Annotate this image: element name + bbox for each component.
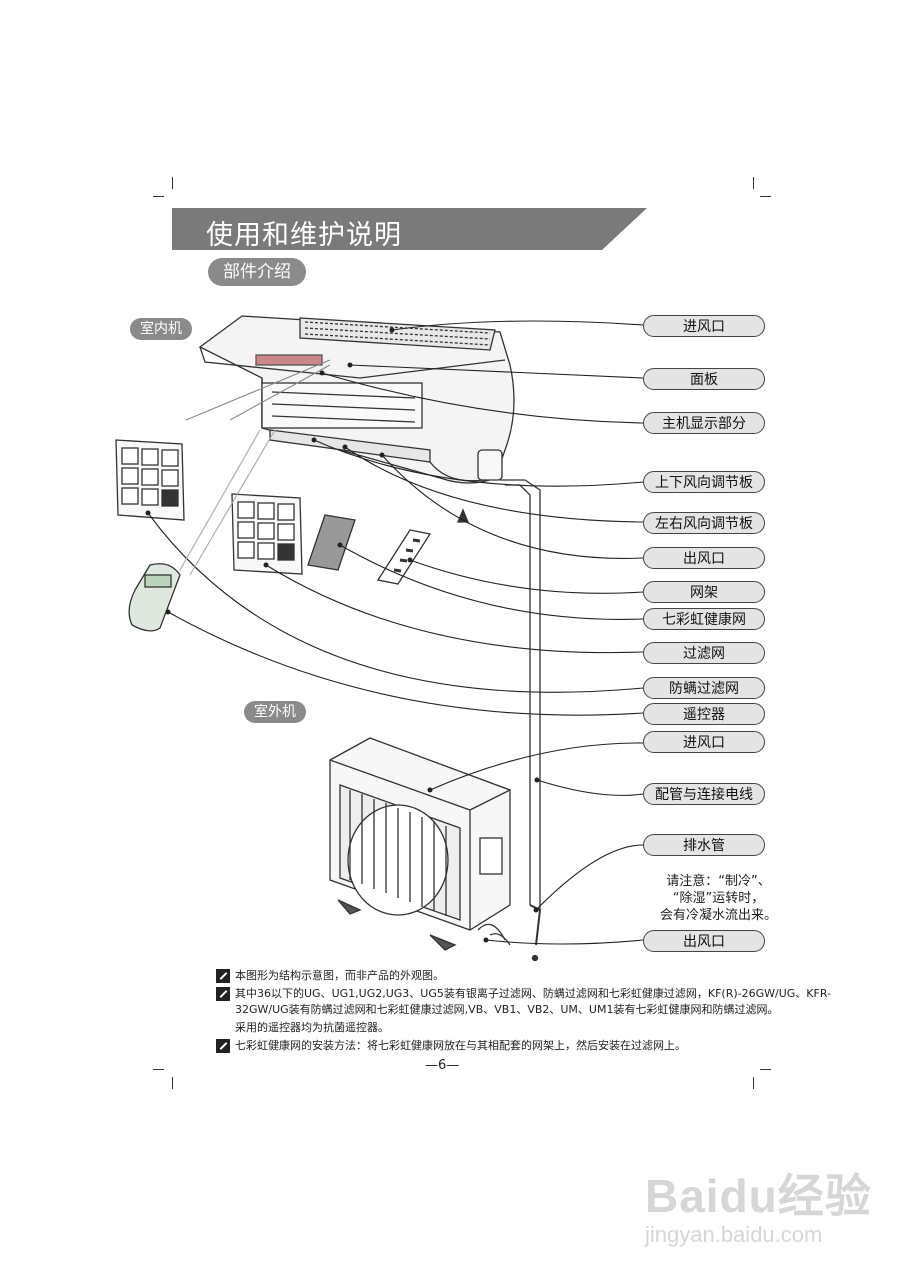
- footnote-text: 本图形为结构示意图，而非产品的外观图。: [235, 969, 444, 982]
- caution-line: 请注意：“制冷”、: [666, 874, 771, 889]
- anti-mite-filter-illustration: [115, 439, 185, 521]
- crop-mark: [753, 1077, 754, 1089]
- footnote: 七彩虹健康网的安装方法：将七彩虹健康网放在与其相配套的网架上，然后安装在过滤网上…: [216, 1038, 836, 1054]
- footnote: 其中36以下的UG、UG1,UG2,UG3、UG5装有银离子过滤网、防螨过滤网和…: [216, 986, 836, 1018]
- watermark-url: jingyan.baidu.com: [645, 1222, 823, 1247]
- label-air-inlet-indoor: 进风口: [643, 315, 765, 337]
- section-subtitle: 部件介绍: [208, 258, 306, 286]
- label-panel: 面板: [643, 368, 765, 390]
- pen-icon: [216, 1039, 230, 1053]
- outdoor-unit-label: 室外机: [244, 701, 306, 723]
- caution-line: “除湿”运转时，: [672, 891, 765, 906]
- crop-mark: [753, 177, 754, 189]
- outdoor-unit-illustration: [329, 737, 511, 951]
- page-number: —6—: [425, 1058, 460, 1073]
- label-remote-control: 遥控器: [643, 703, 765, 725]
- crop-mark: [172, 1077, 173, 1089]
- label-vertical-louver: 上下风向调节板: [643, 471, 765, 493]
- label-horizontal-louver: 左右风向调节板: [643, 512, 765, 534]
- label-health-net: 七彩虹健康网: [643, 608, 765, 630]
- label-air-outlet-indoor: 出风口: [643, 547, 765, 569]
- label-pipe-and-cable: 配管与连接电线: [643, 783, 765, 805]
- footnote-text: 七彩虹健康网的安装方法：将七彩虹健康网放在与其相配套的网架上，然后安装在过滤网上…: [235, 1039, 686, 1052]
- footnote: 采用的遥控器均为抗菌遥控器。: [216, 1020, 836, 1036]
- remote-control-illustration: [128, 563, 181, 632]
- page-title-bar: 使用和维护说明: [172, 208, 647, 251]
- crop-mark: [760, 1069, 771, 1070]
- label-drain-pipe: 排水管: [643, 834, 765, 856]
- footnotes: 本图形为结构示意图，而非产品的外观图。 其中36以下的UG、UG1,UG2,UG…: [216, 968, 836, 1056]
- label-display: 主机显示部分: [643, 412, 765, 434]
- crop-mark: [153, 1069, 164, 1070]
- crop-mark: [153, 196, 164, 197]
- label-anti-mite-filter: 防螨过滤网: [643, 677, 765, 699]
- pen-icon: [216, 987, 230, 1001]
- leader-lines: [147, 320, 644, 945]
- label-net-frame: 网架: [643, 581, 765, 603]
- pen-icon: [216, 969, 230, 983]
- footnote-text: 其中36以下的UG、UG1,UG2,UG3、UG5装有银离子过滤网、防螨过滤网和…: [235, 987, 831, 1016]
- caution-line: 会有冷凝水流出来。: [659, 908, 777, 923]
- footnote-text: 采用的遥控器均为抗菌遥控器。: [235, 1021, 389, 1034]
- indoor-unit-illustration: [198, 315, 515, 484]
- label-filter: 过滤网: [643, 642, 765, 664]
- title-banner-shape: [172, 208, 647, 250]
- crop-mark: [172, 177, 173, 189]
- baidu-watermark: Baidu经验 jingyan.baidu.com: [645, 1160, 872, 1248]
- net-frame-illustration: [376, 529, 432, 585]
- watermark-logo: Baidu经验: [645, 1170, 872, 1222]
- condensate-caution: 请注意：“制冷”、 “除湿”运转时， 会有冷凝水流出来。: [651, 873, 786, 924]
- label-air-inlet-outdoor: 进风口: [643, 731, 765, 753]
- label-air-outlet-outdoor: 出风口: [643, 930, 765, 952]
- footnote: 本图形为结构示意图，而非产品的外观图。: [216, 968, 836, 984]
- health-net-illustration: [307, 514, 356, 571]
- page-title: 使用和维护说明: [206, 220, 402, 251]
- filter-illustration: [231, 493, 303, 575]
- crop-mark: [760, 196, 771, 197]
- indoor-unit-label: 室内机: [130, 318, 192, 340]
